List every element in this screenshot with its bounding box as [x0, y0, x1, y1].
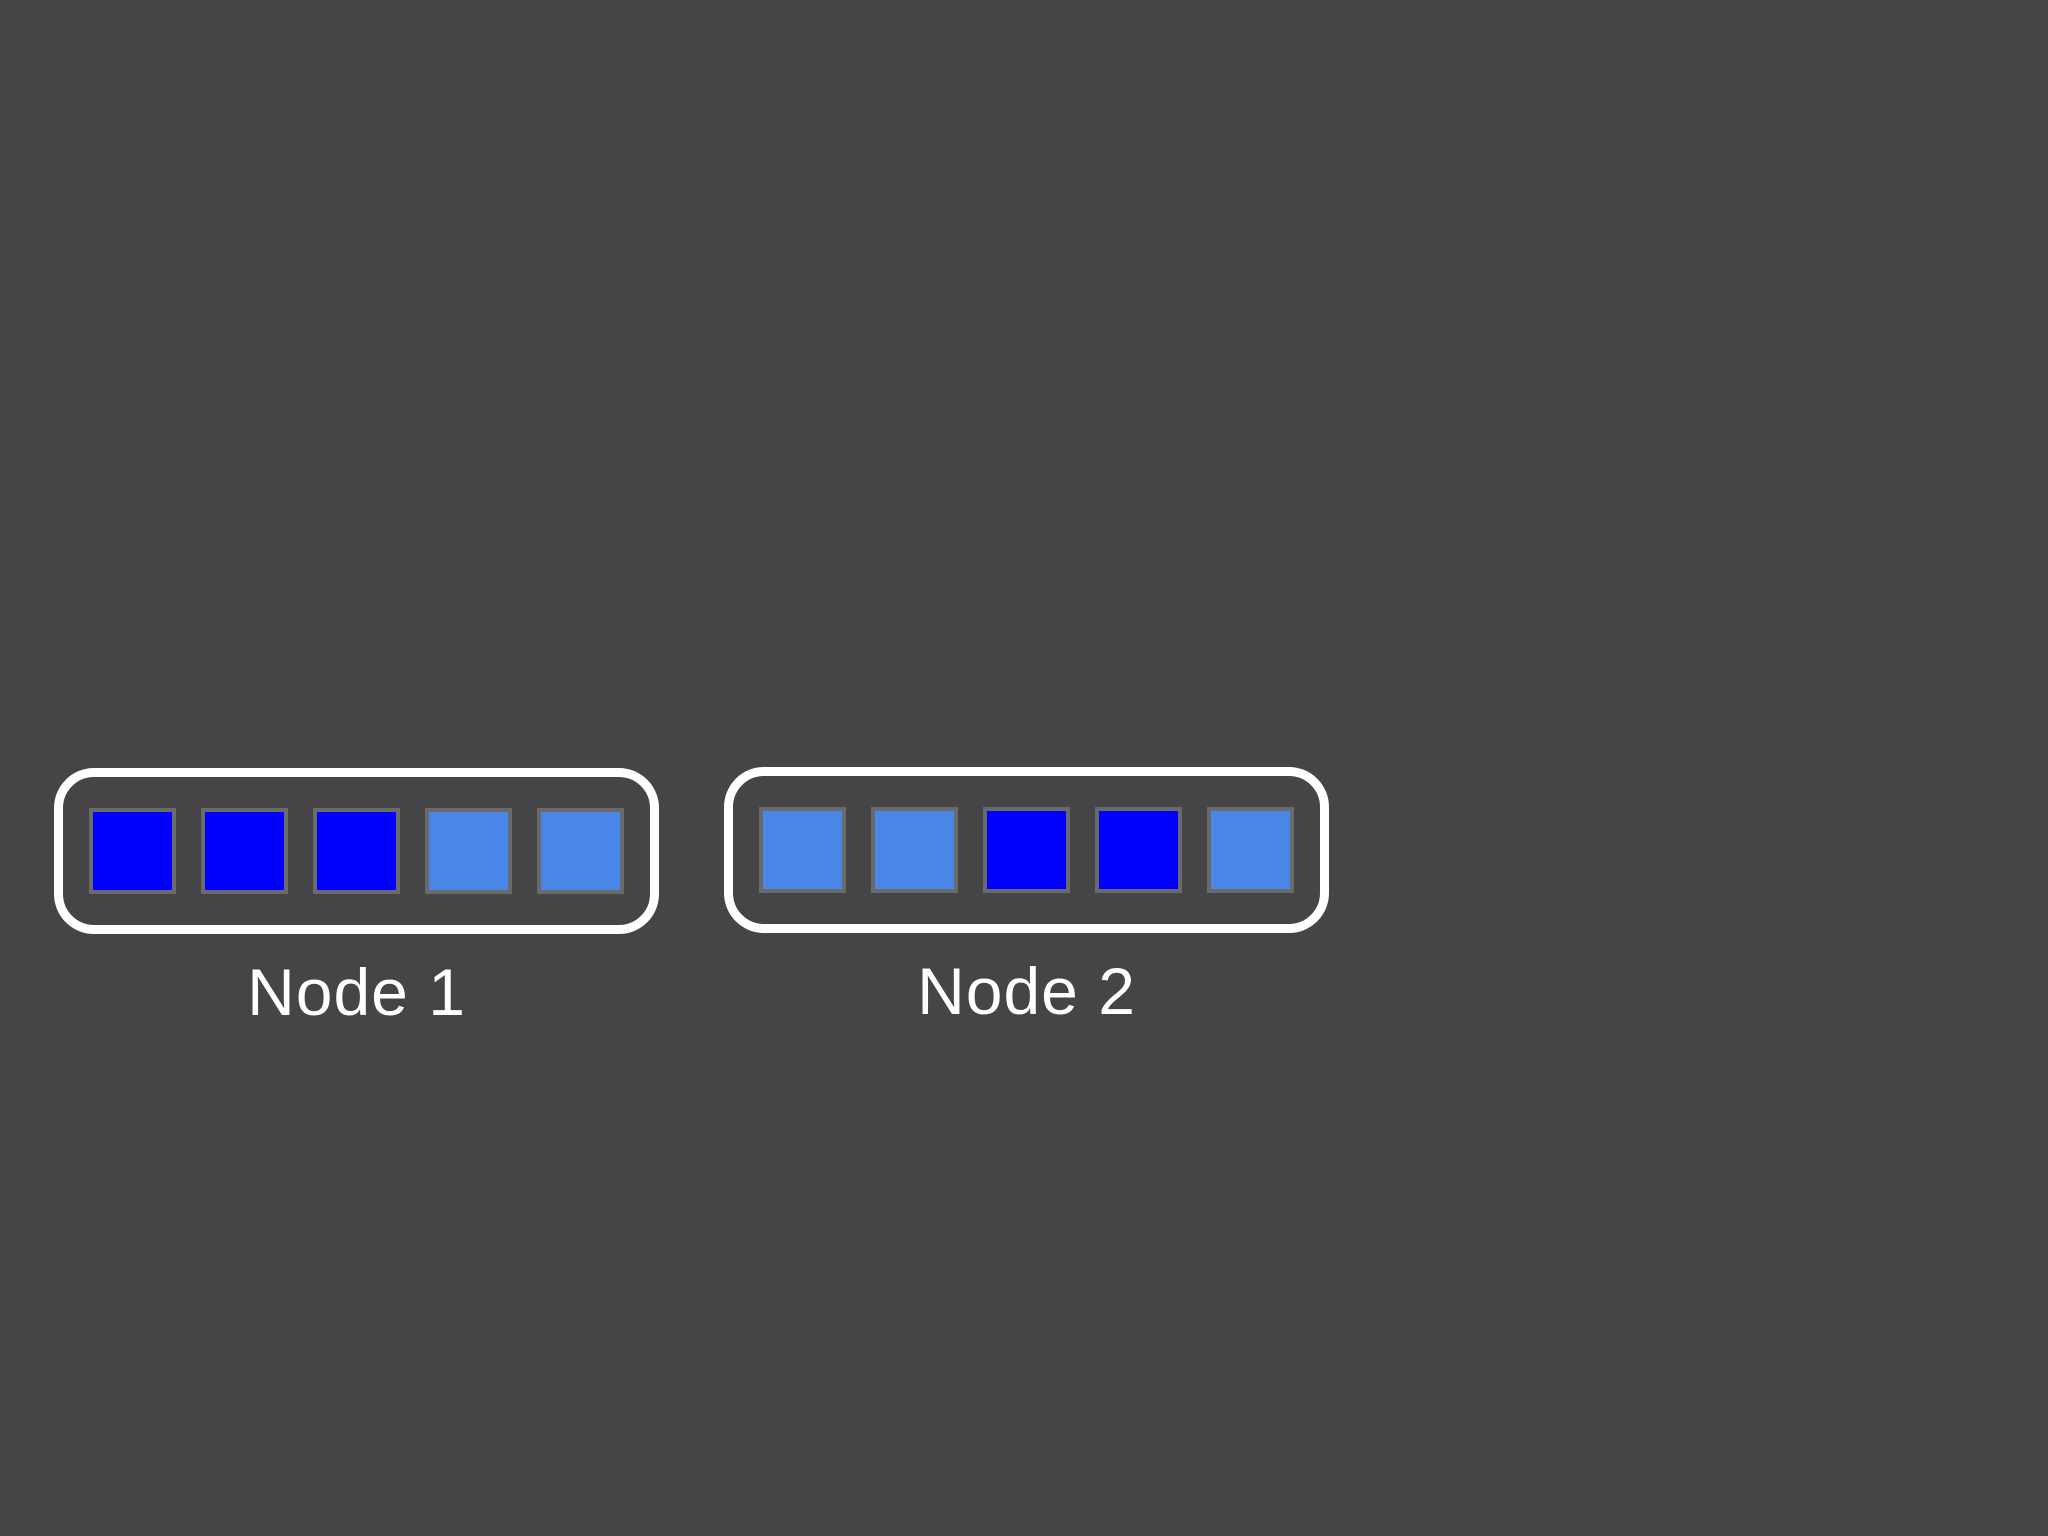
node-2-slot-3 [983, 807, 1070, 893]
node-1-label: Node 1 [247, 955, 466, 1029]
node-2-label: Node 2 [917, 954, 1136, 1028]
node-1-slot-1 [89, 808, 176, 894]
node-2-box [724, 767, 1329, 933]
node-group-2: Node 2 [724, 767, 1329, 1027]
node-2-slot-4 [1095, 807, 1182, 893]
node-1-slot-4 [425, 808, 512, 894]
node-1-slot-5 [537, 808, 624, 894]
node-1-slot-2 [201, 808, 288, 894]
node-2-slot-2 [871, 807, 958, 893]
node-1-slot-3 [313, 808, 400, 894]
node-2-slot-1 [759, 807, 846, 893]
node-2-slot-5 [1207, 807, 1294, 893]
node-group-1: Node 1 [54, 768, 659, 1028]
node-1-box [54, 768, 659, 934]
